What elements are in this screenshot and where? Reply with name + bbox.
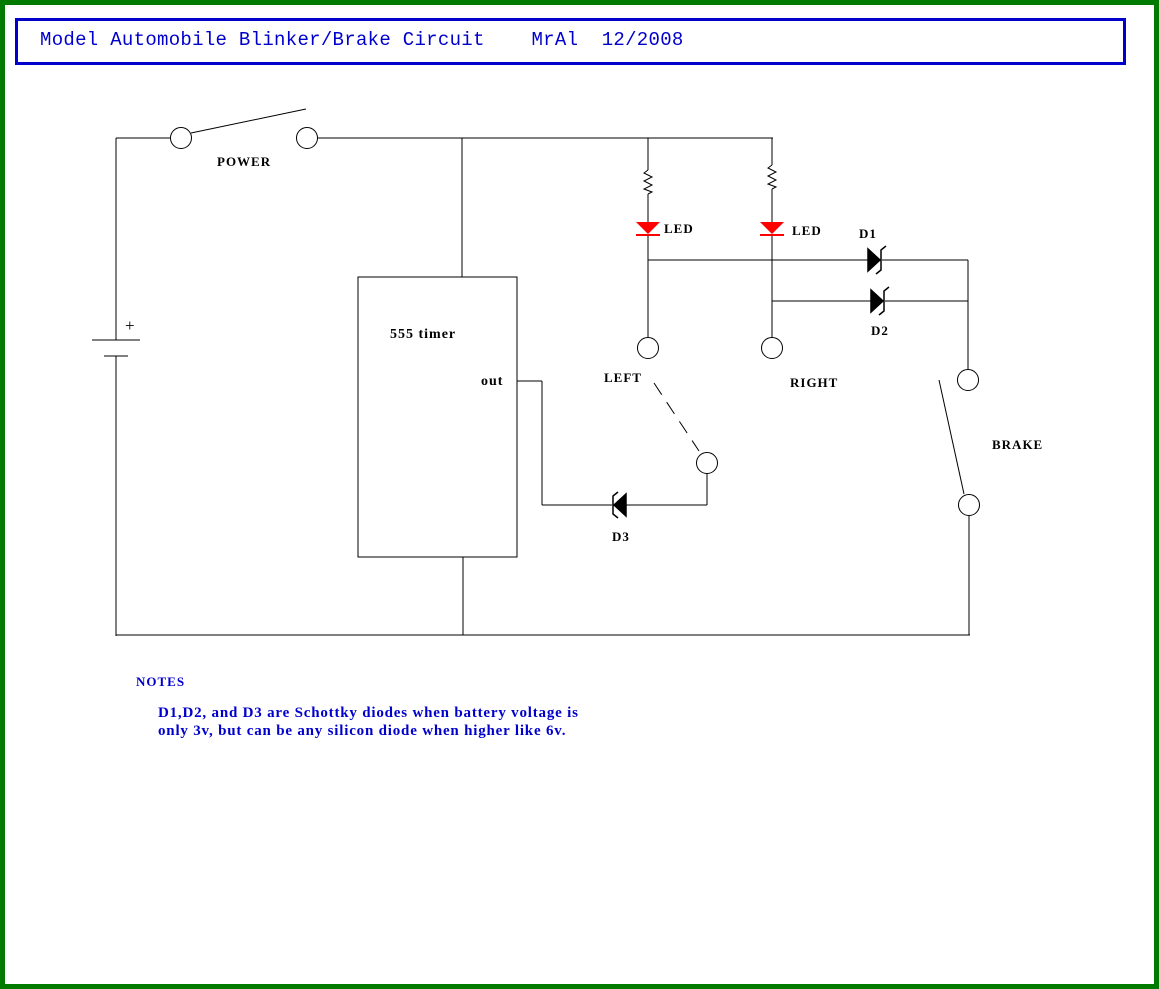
diagram-title: Model Automobile Blinker/Brake Circuit M… [40,29,684,51]
right-label: RIGHT [790,375,838,390]
brake-label: BRAKE [992,437,1043,452]
title-box: Model Automobile Blinker/Brake Circuit M… [15,18,1126,65]
battery [92,339,140,357]
diode-d3 [612,491,627,519]
led-right-label: LED [792,223,822,238]
notes-section: NOTES D1,D2, and D3 are Schottky diodes … [136,674,579,740]
led-right [760,222,784,236]
d2-label: D2 [871,323,889,338]
timer-out-label: out [481,374,503,389]
notes-body: D1,D2, and D3 are Schottky diodes when b… [158,705,579,739]
power-switch [170,108,318,149]
left-label: LEFT [604,370,642,385]
timer-ic [357,276,518,558]
notes-heading: NOTES [136,674,186,689]
battery-plus-label: + [125,316,136,335]
right-terminal [761,337,783,359]
resistor-right [766,164,778,190]
wires [115,137,970,636]
led-left-label: LED [664,221,694,236]
led-left [636,222,660,236]
left-switch [637,337,718,474]
brake-switch [938,369,980,516]
d3-label: D3 [612,529,630,544]
d1-label: D1 [859,226,877,241]
resistor-left [642,169,654,195]
power-label: POWER [217,154,271,169]
timer-label: 555 timer [390,327,456,342]
diode-d1 [867,245,887,275]
diode-d2 [870,286,890,316]
